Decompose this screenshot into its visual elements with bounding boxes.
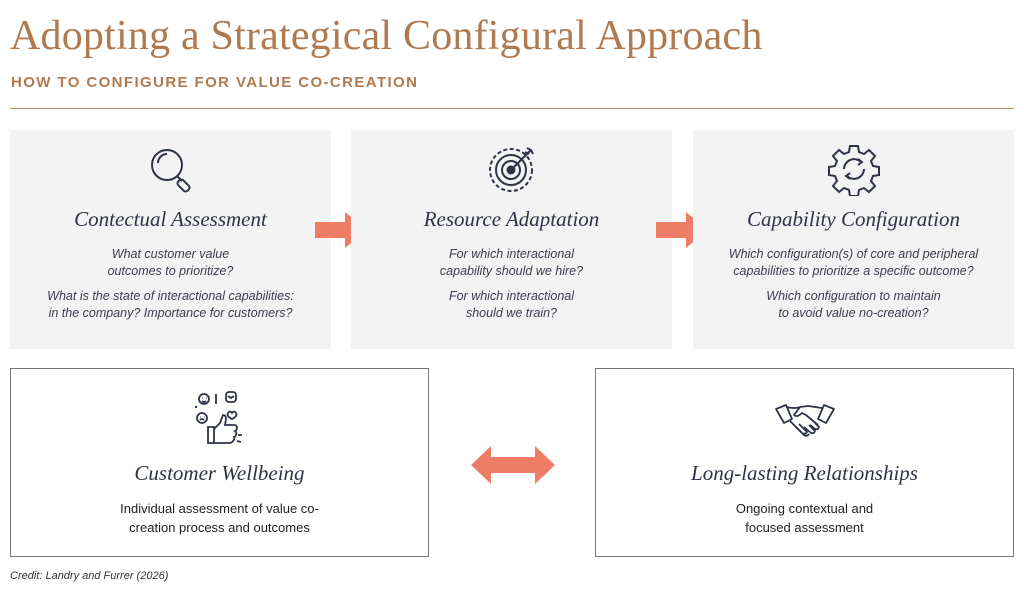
step-question-2: What is the state of interactional capab… bbox=[47, 289, 294, 320]
step-heading: Resource Adaptation bbox=[423, 207, 600, 231]
page-title: Adopting a Strategical Configural Approa… bbox=[10, 13, 763, 59]
thumbs-up-emoji-icon bbox=[194, 391, 242, 444]
magnifier-icon bbox=[150, 149, 191, 193]
handshake-icon bbox=[774, 404, 835, 437]
credit-note: Credit: Landry and Furrer (2026) bbox=[10, 570, 169, 582]
step-question-1: Which configuration(s) of core and perip… bbox=[728, 247, 979, 278]
step-question-2: For which interactional should we train? bbox=[448, 289, 575, 320]
step-question-1: For which interactional capability shoul… bbox=[439, 247, 584, 278]
double-arrow-icon bbox=[471, 446, 555, 484]
page-subtitle: HOW TO CONFIGURE FOR VALUE CO-CREATION bbox=[11, 74, 419, 91]
outcome-description: Ongoing contextual and focused assessmen… bbox=[735, 501, 874, 535]
step-heading: Capability Configuration bbox=[747, 207, 960, 231]
step-capability-configuration: Capability Configuration Which configura… bbox=[693, 130, 1014, 349]
gear-cycle-icon bbox=[827, 145, 880, 196]
target-icon bbox=[488, 147, 534, 192]
outcome-description: Individual assessment of value co- creat… bbox=[120, 501, 319, 535]
outcome-heading: Long-lasting Relationships bbox=[691, 461, 918, 485]
outcome-customer-wellbeing: Customer Wellbeing Individual assessment… bbox=[10, 368, 429, 557]
step-resource-adaptation: Resource Adaptation For which interactio… bbox=[351, 130, 672, 349]
step-question-1: What customer value outcomes to prioriti… bbox=[107, 247, 234, 278]
outcome-heading: Customer Wellbeing bbox=[134, 461, 305, 485]
outcome-long-lasting-relationships: Long-lasting Relationships Ongoing conte… bbox=[595, 368, 1014, 557]
divider bbox=[10, 108, 1014, 109]
step-contextual-assessment: Contectual Assessment What customer valu… bbox=[10, 130, 331, 349]
step-question-2: Which configuration to maintain to avoid… bbox=[766, 289, 941, 320]
step-heading: Contectual Assessment bbox=[74, 207, 267, 231]
